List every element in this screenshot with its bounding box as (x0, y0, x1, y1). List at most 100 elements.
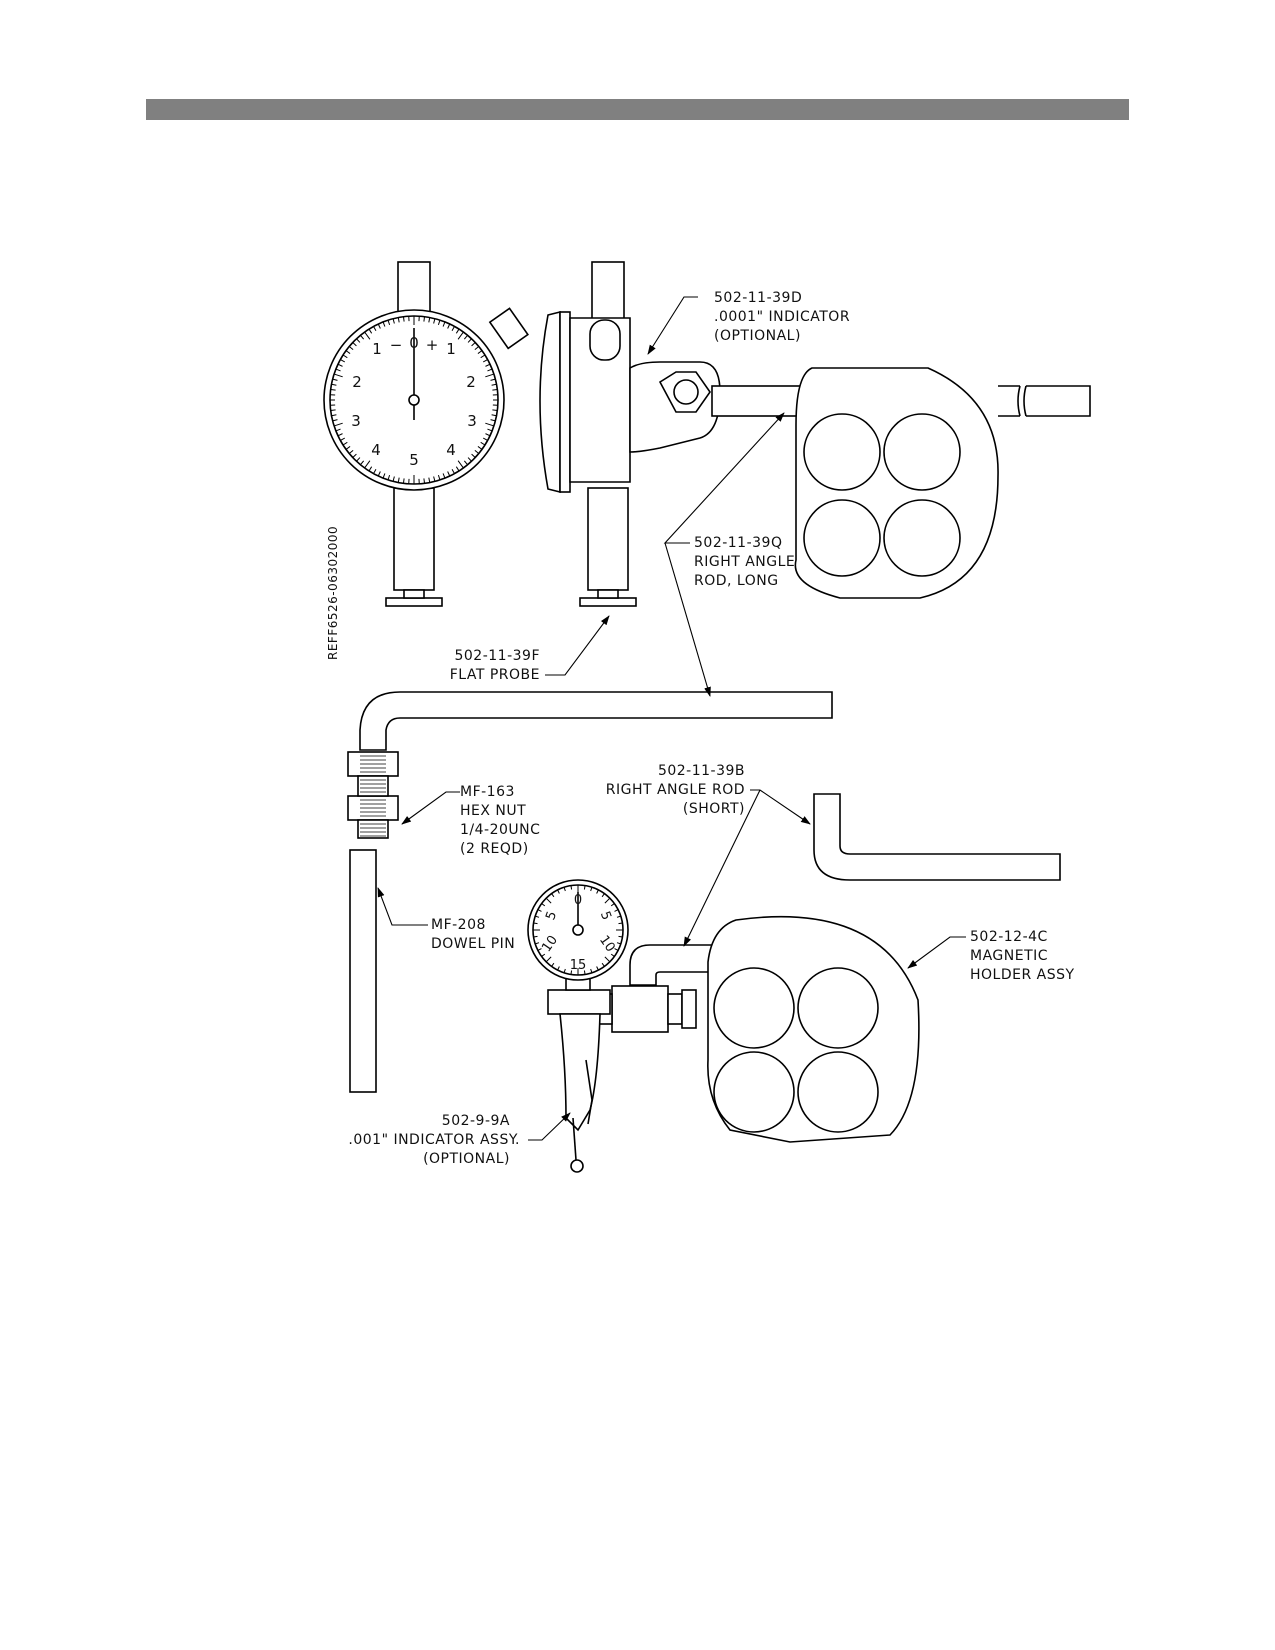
dial-tick (392, 476, 395, 482)
dial-tick (348, 449, 354, 454)
dial-tick (467, 457, 472, 462)
dial-tick (447, 471, 451, 477)
small-dial-ticks (533, 885, 623, 975)
dial-tick (485, 422, 495, 427)
dial-label: 4 (446, 441, 456, 459)
dial-label: + (426, 336, 439, 354)
dial-tick (433, 476, 436, 482)
dial-tick (364, 331, 371, 340)
dial-tick (402, 478, 405, 484)
dial-tick (330, 388, 336, 391)
side-spindle (587, 487, 629, 591)
dial-tick (382, 473, 386, 479)
dial-tick (360, 334, 365, 340)
dial-tick (442, 321, 446, 327)
dial-tick (433, 318, 436, 324)
dial-tick (467, 338, 472, 343)
dial-tick (368, 466, 373, 472)
dial-label: 3 (351, 412, 361, 430)
dial-tick (535, 915, 540, 918)
dial-tick (474, 449, 480, 454)
dial-tick (614, 948, 619, 951)
dial-tick (601, 962, 605, 967)
callout-MF-208: MF-208 DOWEL PIN (431, 917, 515, 952)
dial-tick (356, 457, 361, 462)
long-rod-top-view (711, 385, 813, 417)
rod-threads (360, 755, 386, 837)
callout-part-number: 502-11-39Q (694, 535, 782, 551)
dial-tick (537, 948, 542, 951)
dial-tick (477, 446, 483, 450)
dial-tick (618, 935, 623, 938)
dial-tick (428, 477, 431, 483)
dial-tick (387, 474, 391, 481)
dial-tick (492, 409, 498, 412)
dial-tick (618, 922, 623, 925)
indicator-probe-foot (385, 597, 443, 607)
callout-text: (2 REQD) (460, 841, 529, 857)
side-stem-top (591, 261, 625, 323)
dial-tick (333, 422, 343, 427)
dial-tick (337, 433, 343, 437)
dial-tick (604, 897, 611, 904)
dial-tick (457, 331, 464, 340)
dial-tick (335, 368, 341, 372)
dial-tick (345, 350, 351, 354)
dial-tick (352, 342, 357, 347)
dial-tick (333, 373, 343, 378)
dial-tick (335, 428, 341, 432)
dial-tick (551, 962, 555, 967)
dial-tick (471, 342, 476, 347)
side-bezel (539, 310, 561, 494)
long-right-angle-rod (347, 691, 833, 839)
dial-tick (437, 474, 441, 481)
callout-text: HEX NUT (460, 803, 526, 819)
dial-tick (490, 378, 496, 381)
dial-tick (490, 419, 496, 422)
side-body (569, 317, 631, 483)
dial-tick (596, 889, 599, 894)
callout-text: HOLDER ASSY (970, 967, 1075, 983)
callout-502-11-39D: 502-11-39D .0001" INDICATOR (OPTIONAL) (714, 290, 850, 344)
dial-tick (442, 473, 446, 479)
dial-tick (330, 409, 336, 412)
callout-text: FLAT PROBE (450, 667, 540, 683)
callout-text: DOWEL PIN (431, 936, 515, 952)
dial-tick (463, 460, 468, 466)
dial-tick (457, 460, 464, 469)
leader-lines (377, 296, 966, 1141)
dial-tick (447, 323, 451, 329)
callout-502-11-39F: 502-11-39F FLAT PROBE (450, 648, 540, 683)
dial-tick (604, 956, 611, 963)
dial-tick (331, 414, 337, 417)
dial-tick (423, 316, 426, 322)
callout-text: (OPTIONAL) (714, 328, 801, 344)
dial-tick (373, 468, 377, 474)
dial-tick (471, 453, 476, 458)
callout-text: MAGNETIC (970, 948, 1048, 964)
dial-tick (451, 326, 455, 332)
dial-tick (487, 428, 493, 432)
clamp-hex-nut (658, 371, 711, 413)
dial-tick (455, 328, 460, 334)
dial-tick (541, 903, 546, 907)
dial-tick (610, 953, 615, 957)
dial-tick (590, 968, 593, 973)
dial-tick (392, 318, 395, 324)
dial-tick (373, 326, 377, 332)
callout-text: (SHORT) (683, 801, 745, 817)
dial-tick (423, 478, 426, 484)
callout-text: .0001" INDICATOR (714, 309, 850, 325)
indicator-side-view-assembly (539, 261, 1091, 607)
dial-tick (610, 903, 615, 907)
dial-tick (482, 359, 488, 363)
callout-part-number: 502-12-4C (970, 929, 1048, 945)
indicator-lever-body (559, 1013, 601, 1132)
dial-tick (557, 966, 560, 971)
dial-tick (437, 319, 441, 326)
callout-text: RIGHT ANGLE ROD (606, 782, 745, 798)
side-lug (589, 319, 621, 361)
dial-tick (487, 368, 493, 372)
dial-tick (340, 437, 346, 441)
